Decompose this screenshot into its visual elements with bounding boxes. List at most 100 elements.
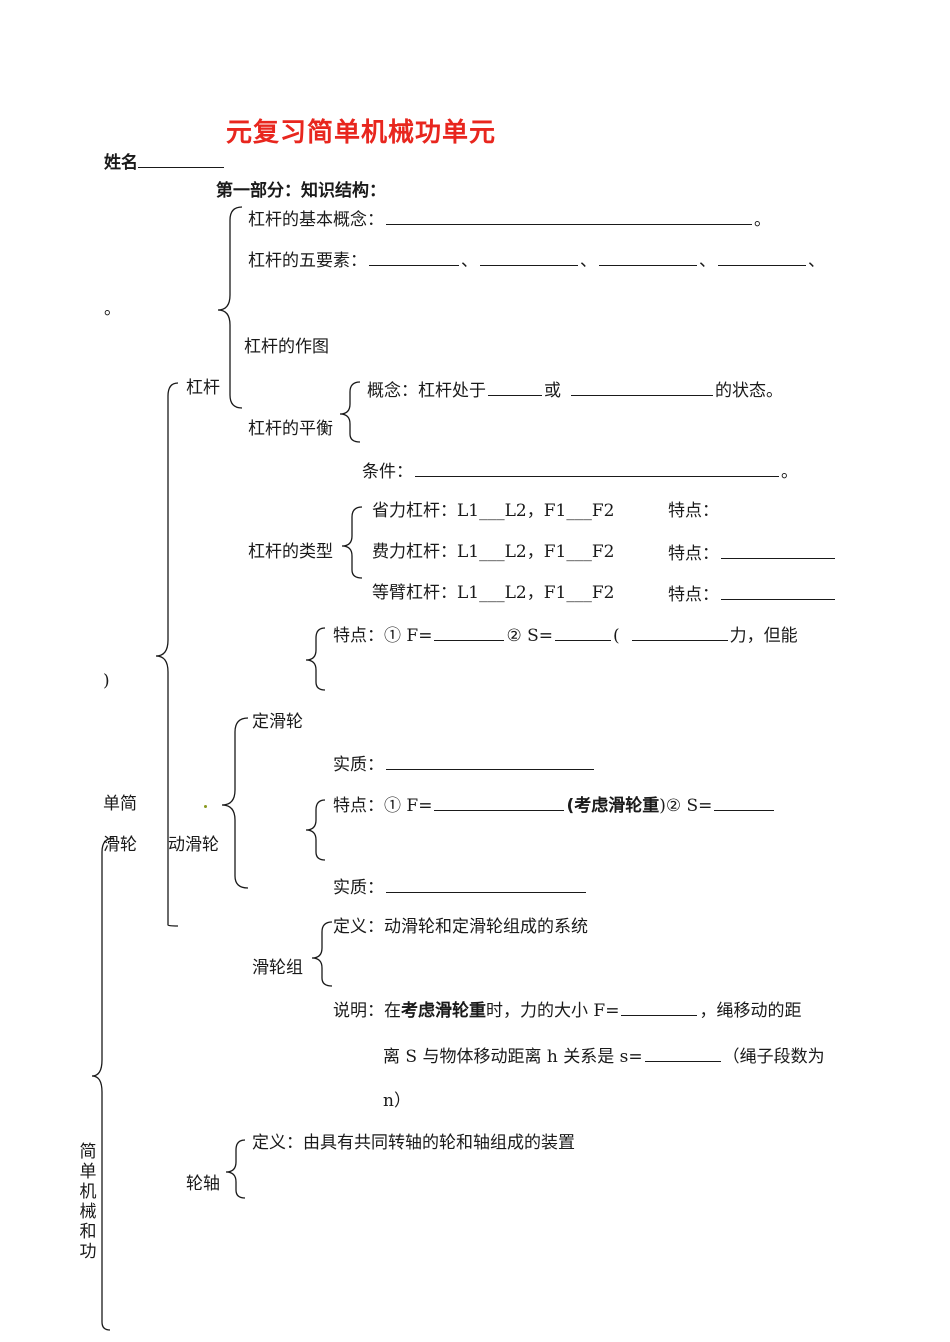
lever-basic-concept-label: 杠杆的基本概念： — [248, 210, 384, 230]
lever-top-bracket — [217, 206, 243, 409]
lever-basic-concept-blank[interactable] — [386, 207, 752, 225]
fixed-pulley-features-row: 特点：① F=② S=(力，但能 — [333, 623, 798, 647]
note-suffix: ，绳移动的距 — [699, 1001, 802, 1021]
fixed-pulley-essence-row: 实质： — [333, 752, 596, 776]
concept-or: 或 — [544, 381, 561, 401]
vertical-label: 简 单 机 械 和 功 — [78, 1142, 98, 1262]
balance-bracket — [339, 381, 361, 443]
type-name: 省力杠杆： — [372, 501, 457, 521]
wheel-axle-definition: 定义：由具有共同转轴的轮和轴组成的装置 — [252, 1133, 575, 1153]
type-name: 费力杠杆： — [372, 542, 457, 562]
essence-blank[interactable] — [386, 875, 586, 893]
essence-label: 实质： — [333, 755, 384, 775]
features-mid: )② S= — [659, 796, 713, 816]
wheel-axle-label: 轮轴 — [186, 1174, 220, 1194]
wheel-axle-bracket — [225, 1139, 246, 1199]
distance-blank[interactable] — [555, 623, 611, 641]
outer-bracket — [91, 837, 115, 1331]
concept-blank-1[interactable] — [488, 378, 542, 396]
stray-mark: ) — [103, 671, 110, 691]
lever-basic-concept-row: 杠杆的基本概念： 。 — [248, 207, 771, 231]
movable-pulley-bracket — [221, 717, 249, 889]
movable-pulley-label: 动滑轮 — [168, 835, 219, 855]
condition-blank[interactable] — [415, 459, 779, 477]
lever-condition-row: 条件： 。 — [362, 459, 798, 483]
essence-label: 实质： — [333, 878, 384, 898]
note-mid: 时，力的大小 F= — [486, 1001, 620, 1021]
lever-drawing: 杠杆的作图 — [244, 337, 329, 357]
section-heading: 第一部分：知识结构： — [216, 181, 386, 201]
fixed-pulley-label: 定滑轮 — [252, 712, 303, 732]
type-feature-row: 特点： — [668, 582, 837, 606]
lever-types-label: 杠杆的类型 — [248, 542, 333, 562]
vertical-char: 简 — [79, 1142, 97, 1162]
features-suffix: 力，但能 — [729, 626, 798, 646]
features-bold: (考虑滑轮重 — [566, 796, 660, 816]
condition-label: 条件： — [362, 462, 413, 482]
name-blank[interactable] — [138, 150, 224, 168]
vertical-char: 和 — [79, 1222, 97, 1242]
note-prefix: 说明：在 — [333, 1001, 401, 1021]
vertical-char: 机 — [79, 1182, 97, 1202]
simple-machine-label-b: 滑轮 — [103, 835, 137, 855]
movable-pulley-essence-row: 实质： — [333, 875, 588, 899]
concept-prefix: 概念：杠杆处于 — [367, 381, 486, 401]
type-relation: L1___L2，F1___F2 — [457, 542, 615, 562]
element-blank-3[interactable] — [599, 248, 697, 266]
lever-five-elements-label: 杠杆的五要素： — [248, 251, 367, 271]
force-blank[interactable] — [434, 793, 565, 811]
type-feature-blank[interactable] — [721, 582, 835, 600]
lever-balance: 杠杆的平衡 — [248, 419, 333, 439]
force-blank[interactable] — [621, 998, 698, 1016]
features-prefix: 特点：① F= — [333, 796, 433, 816]
pulley-block-label: 滑轮组 — [252, 958, 303, 978]
concept-blank-2[interactable] — [571, 378, 713, 396]
period-mark: 。 — [754, 210, 771, 230]
force-blank[interactable] — [434, 623, 505, 641]
relation-blank[interactable] — [644, 1044, 721, 1062]
element-blank-4[interactable] — [718, 248, 806, 266]
decorative-dot — [204, 805, 207, 808]
lever-main-bracket — [155, 382, 179, 927]
type-relation: L1___L2，F1___F2 — [457, 583, 615, 603]
lever-label: 杠杆 — [186, 378, 220, 398]
pulley-block-note-line3: n） — [383, 1091, 411, 1111]
note-line2-prefix: 离 S 与物体移动距离 h 关系是 s= — [383, 1047, 643, 1067]
type-feature-label: 特点： — [668, 501, 719, 521]
movable-feature-bracket — [305, 799, 326, 861]
name-field[interactable]: 姓名 — [104, 150, 224, 174]
type-feature-label: 特点： — [668, 585, 719, 605]
lever-type-row: 省力杠杆：L1___L2，F1___F2 — [372, 500, 614, 522]
type-feature-row: 特点： — [668, 541, 837, 565]
lever-type-bracket — [341, 506, 363, 579]
lever-type-row: 等臂杠杆：L1___L2，F1___F2 — [372, 582, 614, 604]
type-feature-label: 特点： — [668, 544, 719, 564]
features-mid: ② S= — [506, 626, 553, 646]
separator: 、 — [461, 251, 478, 271]
type-name: 等臂杠杆： — [372, 583, 457, 603]
type-feature-blank[interactable] — [721, 541, 835, 559]
fixed-pulley-bracket — [305, 627, 326, 691]
pulley-block-note-line2: 离 S 与物体移动距离 h 关系是 s= （绳子段数为 — [383, 1044, 825, 1068]
vertical-char: 功 — [79, 1242, 97, 1262]
distance-blank[interactable] — [714, 793, 775, 811]
type-relation: L1___L2，F1___F2 — [457, 501, 615, 521]
concept-suffix: 的状态。 — [715, 381, 783, 401]
simple-machine-label-a: 单简 — [103, 794, 137, 814]
separator: 、 — [699, 251, 716, 271]
note-line2-suffix: （绳子段数为 — [722, 1047, 825, 1067]
name-label: 姓名 — [104, 153, 138, 173]
essence-blank[interactable] — [386, 752, 594, 770]
vertical-char: 单 — [79, 1162, 97, 1182]
movable-pulley-features-row: 特点：① F= (考虑滑轮重)② S= — [333, 793, 776, 817]
element-blank-1[interactable] — [369, 248, 459, 266]
features-prefix: 特点：① F= — [333, 626, 433, 646]
separator: 、 — [808, 251, 825, 271]
separator: 、 — [580, 251, 597, 271]
element-blank-2[interactable] — [480, 248, 578, 266]
lever-type-row: 费力杠杆：L1___L2，F1___F2 — [372, 541, 614, 563]
page-title: 元复习简单机械功单元 — [226, 118, 497, 148]
period-mark: 。 — [781, 462, 798, 482]
force-type-blank[interactable] — [631, 623, 728, 641]
